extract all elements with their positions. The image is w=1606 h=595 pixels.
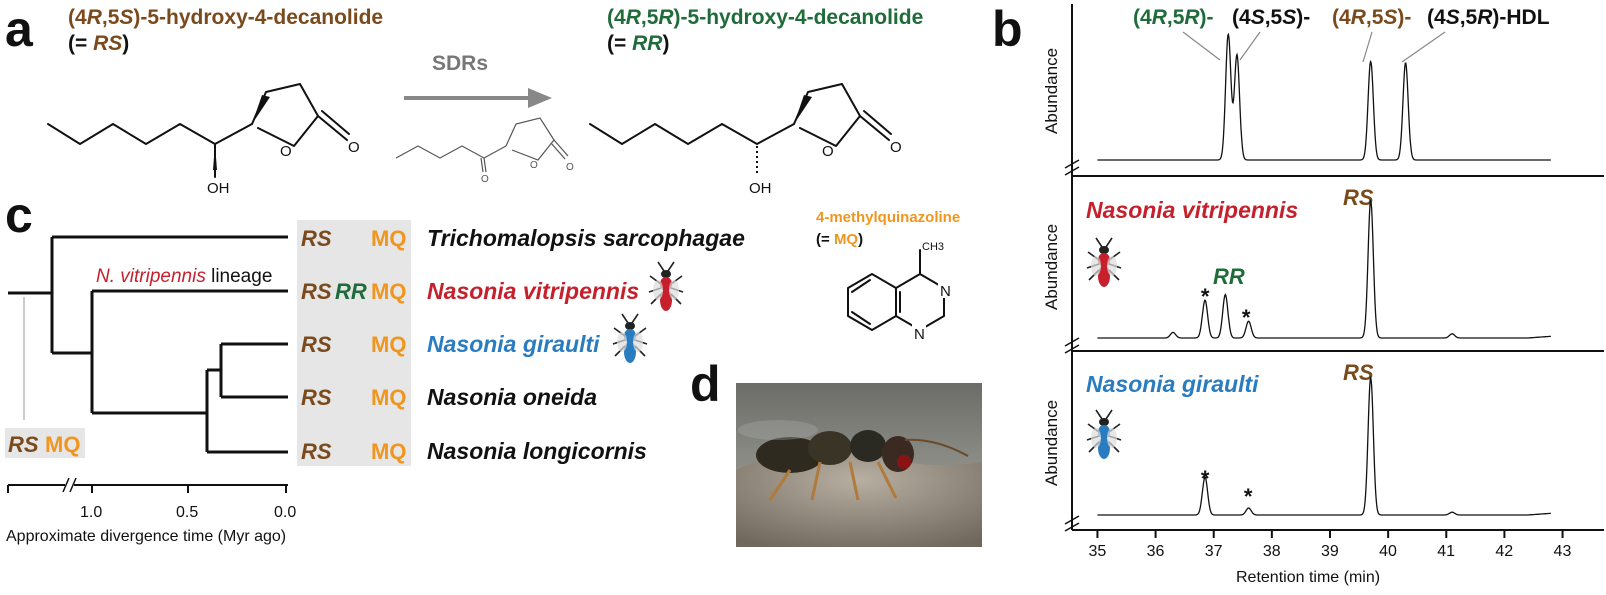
svg-text:RS: RS [301, 439, 332, 464]
svg-text:O: O [890, 139, 902, 156]
x-tick-label: 35 [1088, 543, 1106, 560]
axis-label: Approximate divergence time (Myr ago) [6, 528, 286, 545]
mq-abbrev: (= MQ) [816, 231, 863, 248]
x-tick-label: 42 [1495, 543, 1513, 560]
mq-molecule-structure: CH3 N N [847, 241, 952, 343]
rs-peak-label: RS [1343, 360, 1374, 385]
wasp-blue-icon [1086, 409, 1122, 459]
species-name: Nasonia vitripennis [427, 278, 639, 304]
peak-label-sr: (4S,5R)-HDL [1427, 6, 1550, 29]
svg-text:OH: OH [207, 180, 230, 197]
keto-intermediate-structure: O O O [395, 117, 574, 185]
svg-text:MQ: MQ [371, 332, 406, 357]
x-tick-label: 39 [1321, 543, 1339, 560]
x-axis-ticks: 35 36 37 38 39 40 41 42 43 [1088, 530, 1571, 560]
rr-compound-title: (4R,5R)-5-hydroxy-4-decanolide [607, 6, 923, 29]
peak-label-rr: (4R,5R)- [1133, 6, 1214, 29]
svg-text:MQ: MQ [371, 439, 406, 464]
x-tick-label: 41 [1437, 543, 1455, 560]
panel-b-letter: b [992, 1, 1023, 57]
peak-label-rs: (4R,5S)- [1332, 6, 1411, 29]
y-axis-label: Abundance [1042, 400, 1061, 486]
phylogenetic-tree [8, 235, 288, 454]
svg-text:O: O [280, 143, 292, 160]
wasp-blue-icon [612, 313, 648, 363]
ancestral-trait-box [5, 428, 85, 458]
panel-a-letter: a [5, 1, 34, 57]
x-axis-label: Retention time (min) [1236, 569, 1380, 586]
svg-text:O: O [566, 162, 574, 173]
svg-text:N: N [914, 326, 925, 343]
species-row: RS MQ Nasonia longicornis [301, 438, 647, 464]
species-row: RS MQ Nasonia giraulti [301, 331, 600, 357]
species-name: Nasonia oneida [427, 384, 597, 410]
panel-d-letter: d [690, 356, 721, 412]
axis-tick: 1.0 [80, 504, 102, 521]
peak-label-ss: (4S,5S)- [1232, 6, 1310, 29]
svg-text:O: O [481, 174, 489, 185]
svg-text:RS: RS [301, 385, 332, 410]
svg-text:RS: RS [301, 279, 332, 304]
trait-column-box [297, 220, 411, 466]
axis-tick: 0.0 [274, 504, 296, 521]
svg-text:*: * [1243, 484, 1253, 509]
rs-peak-label: RS [1343, 185, 1374, 210]
species-name: Nasonia giraulti [427, 331, 600, 357]
wasp-red-icon [1086, 237, 1122, 287]
x-tick-label: 40 [1379, 543, 1397, 560]
x-tick-label: 36 [1147, 543, 1165, 560]
y-axis-label: Abundance [1042, 48, 1061, 134]
rr-peak-label: RR [1213, 264, 1245, 289]
trace-species-label: Nasonia giraulti [1086, 371, 1259, 397]
svg-text:RS: RS [301, 226, 332, 251]
trace-line [1097, 198, 1552, 339]
peak-leader-lines [1182, 31, 1446, 63]
lineage-label: N. vitripennis lineage [96, 266, 272, 287]
sdr-enzyme-label: SDRs [432, 52, 488, 75]
svg-text:O: O [530, 160, 538, 171]
svg-text:CH3: CH3 [922, 241, 944, 253]
species-row: RS MQ Nasonia oneida [301, 384, 597, 410]
species-name: Trichomalopsis sarcophagae [427, 225, 745, 251]
svg-text:O: O [348, 139, 360, 156]
x-tick-label: 38 [1263, 543, 1281, 560]
x-tick-label: 37 [1205, 543, 1223, 560]
svg-text:OH: OH [749, 180, 772, 197]
species-name: Nasonia longicornis [427, 438, 647, 464]
svg-text:O: O [822, 143, 834, 160]
axis-tick: 0.5 [176, 504, 198, 521]
rr-molecule-structure: O O OH [589, 83, 902, 197]
svg-text:MQ: MQ [371, 226, 406, 251]
ancestral-rs: RS [8, 432, 39, 457]
ancestral-mq: MQ [45, 432, 80, 457]
mq-title: 4-methylquinazoline [816, 209, 960, 226]
wasp-red-icon [648, 261, 684, 311]
species-row: RS MQ Trichomalopsis sarcophagae [301, 225, 745, 251]
svg-text:RS: RS [301, 332, 332, 357]
divergence-time-axis: 1.0 0.5 0.0 Approximate divergence time … [6, 477, 296, 545]
rs-molecule-structure: O O OH [47, 83, 360, 197]
rs-compound-title: (4R,5S)-5-hydroxy-4-decanolide [68, 6, 383, 29]
chromatogram-traces [1097, 32, 1552, 516]
trace-species-label: Nasonia vitripennis [1086, 197, 1298, 223]
x-tick-label: 43 [1554, 543, 1572, 560]
svg-text:*: * [1241, 305, 1251, 330]
reaction-arrow [404, 88, 552, 108]
species-row: RS RR MQ Nasonia vitripennis [301, 278, 639, 304]
trace-line [1097, 32, 1551, 161]
svg-text:MQ: MQ [371, 279, 406, 304]
rs-compound-abbrev: (= RS) [68, 32, 129, 55]
svg-text:*: * [1200, 284, 1210, 309]
svg-text:MQ: MQ [371, 385, 406, 410]
wasp-photo [736, 383, 982, 547]
panel-c-letter: c [5, 187, 33, 243]
chromatogram-frame [1064, 4, 1604, 532]
y-axis-label: Abundance [1042, 224, 1061, 310]
svg-text:N: N [940, 283, 951, 300]
trace-line [1097, 375, 1552, 516]
rr-compound-abbrev: (= RR) [607, 32, 669, 55]
svg-text:RR: RR [335, 279, 367, 304]
